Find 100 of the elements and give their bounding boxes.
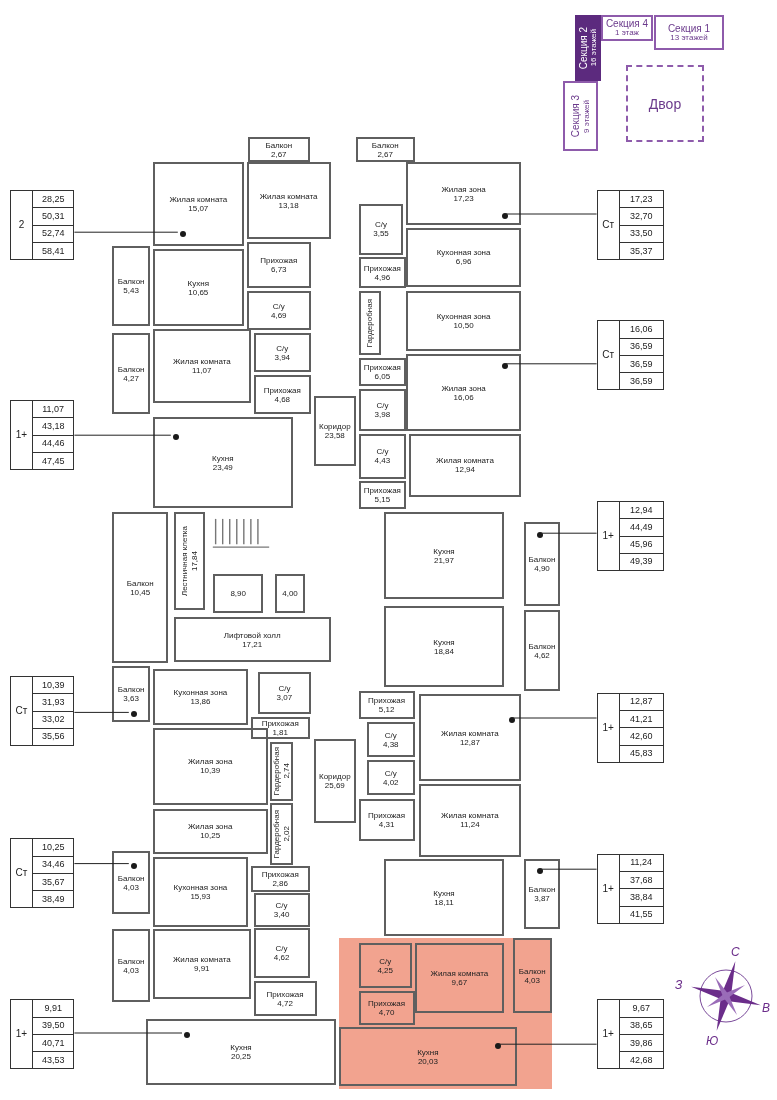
room-area: 23,58 (324, 431, 345, 440)
room-area: 4,69 (271, 310, 287, 320)
room (414, 943, 505, 1014)
room (270, 803, 293, 865)
room (145, 1019, 337, 1085)
room-name: Коридор (319, 422, 351, 431)
room-area: 12,87 (459, 737, 480, 747)
room-area: 5,43 (123, 286, 139, 296)
room-area: 4,03 (524, 975, 540, 985)
room (253, 893, 310, 927)
room-area: 6,73 (271, 265, 287, 275)
room-name: Гардеробная (272, 747, 282, 796)
room-name: Жилая зона (441, 383, 486, 393)
room (358, 433, 407, 479)
leader-line (73, 434, 172, 436)
room (253, 375, 311, 415)
apartment-type: Ст (15, 868, 28, 879)
room (253, 333, 311, 373)
room-area: 20,25 (230, 1051, 251, 1061)
apartment-type: 1+ (602, 531, 614, 541)
room-name: Жилая комната (169, 195, 228, 205)
room-area: 4,90 (534, 564, 550, 573)
room (253, 928, 310, 979)
room-area: 4,70 (378, 1007, 395, 1017)
room (173, 617, 331, 662)
room-name: С/у (376, 401, 389, 410)
area-value: 58,41 (41, 246, 65, 256)
area-value: 49,39 (629, 557, 653, 567)
room-area: 4,96 (374, 272, 391, 282)
room-area: 3,55 (373, 229, 389, 239)
room (367, 760, 415, 795)
room (358, 257, 407, 289)
room (257, 671, 311, 714)
apartment-area-table (10, 838, 75, 909)
room-name: Коридор (319, 772, 351, 781)
room (246, 291, 311, 331)
area-value: 38,49 (41, 894, 65, 904)
area-value: 43,53 (41, 1055, 65, 1065)
room-name: С/у (278, 683, 291, 693)
room-name: Жилая комната (441, 811, 499, 821)
room-name: С/у (272, 301, 285, 311)
section-name: Двор (648, 96, 682, 111)
room-name: Кухня (433, 546, 455, 556)
room (112, 512, 169, 664)
courtyard (626, 65, 704, 142)
room (112, 929, 150, 1003)
section-name: Секция 1 (667, 23, 711, 34)
area-value: 9,91 (44, 1004, 62, 1013)
room-name: Жилая комната (436, 456, 494, 466)
room-area: 5,12 (378, 705, 395, 715)
room-name: Жилая зона (188, 757, 233, 767)
room-area: 4,68 (274, 394, 291, 404)
room (406, 162, 521, 226)
apartment-area-table (596, 501, 664, 571)
apartment-area-table (10, 190, 75, 261)
room (152, 727, 268, 805)
room-area: 17,23 (453, 193, 474, 203)
area-value: 32,70 (629, 212, 653, 222)
room (358, 799, 415, 842)
room-area: 15,07 (188, 204, 209, 214)
room-area: 4,31 (378, 820, 395, 830)
room-area: 17,84 (189, 551, 199, 572)
room (248, 137, 310, 163)
room-name: С/у (376, 447, 389, 457)
room-name: Кухонная зона (436, 312, 491, 322)
room-area: 4,03 (123, 965, 139, 975)
area-value: 36,59 (629, 376, 653, 386)
room-area: 4,62 (273, 953, 290, 963)
room-area: 3,63 (123, 694, 139, 704)
room-area: 2,74 (282, 763, 292, 779)
room-name: Кухня (417, 1047, 439, 1057)
room-name: С/у (275, 900, 288, 910)
building-section (601, 15, 653, 41)
apartment-area-table (596, 853, 664, 924)
room-area: 4,27 (123, 373, 139, 383)
room (313, 739, 356, 823)
room-area: 12,94 (455, 465, 475, 475)
section-name: Секция 2 (578, 26, 589, 70)
room-name: Балкон (117, 956, 145, 966)
room-name: Лифтовой холл (223, 630, 281, 640)
area-value: 35,37 (629, 246, 653, 256)
area-value: 35,67 (41, 877, 65, 887)
leader-line (73, 863, 130, 865)
apartment-type: 1+ (15, 430, 28, 441)
room-area: 2,86 (272, 879, 288, 888)
compass-direction-label: З (675, 979, 683, 991)
room-area: 3,87 (534, 894, 550, 904)
room-name: Жилая комната (172, 955, 231, 965)
room-name: Кухня (433, 888, 455, 898)
highlighted-apartment (339, 937, 552, 1089)
room (274, 573, 306, 613)
room-name: С/у (276, 343, 289, 353)
room-name: С/у (384, 768, 397, 778)
apartment-area-table (596, 190, 664, 261)
area-value: 41,55 (629, 910, 653, 920)
floor-count: 9 этажей (582, 99, 591, 133)
room (112, 666, 150, 723)
room-name: Гардеробная (272, 810, 282, 859)
room (313, 396, 356, 466)
section-name: Секция 3 (570, 94, 581, 138)
